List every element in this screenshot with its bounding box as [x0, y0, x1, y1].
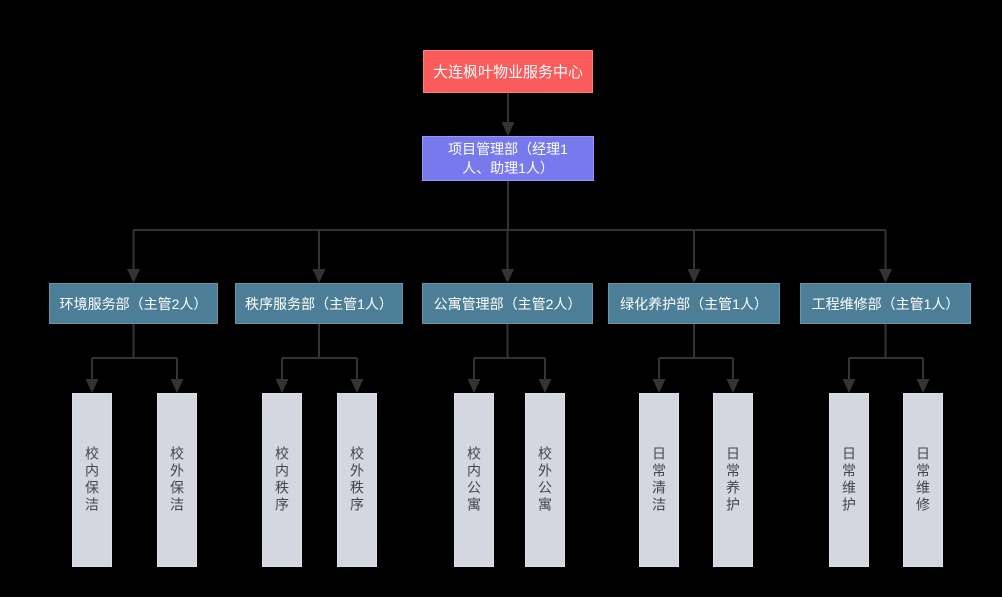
team-label: 校外秩序 — [349, 446, 365, 514]
team-node: 校外保洁 — [157, 393, 197, 567]
department-label: 工程维修部（主管1人） — [811, 295, 960, 312]
team-label: 日常维修 — [915, 446, 931, 514]
team-node: 校外公寓 — [525, 393, 565, 567]
management-node: 项目管理部（经理1人、助理1人） — [422, 136, 594, 181]
team-label: 校内保洁 — [84, 446, 100, 514]
department-node-order: 秩序服务部（主管1人） — [235, 283, 403, 324]
department-label: 绿化养护部（主管1人） — [620, 295, 768, 312]
team-node: 校外秩序 — [337, 393, 377, 567]
team-node: 校内秩序 — [262, 393, 302, 567]
team-label: 校内秩序 — [274, 446, 290, 514]
team-node: 日常清洁 — [639, 393, 679, 567]
arrowhead-icons — [85, 122, 930, 393]
team-label: 日常清洁 — [651, 446, 667, 514]
team-node: 校内保洁 — [72, 393, 112, 567]
root-node-label: 大连枫叶物业服务中心 — [432, 64, 583, 81]
department-label: 公寓管理部（主管2人） — [433, 295, 582, 312]
team-node: 日常维护 — [829, 393, 869, 567]
management-node-label: 项目管理部（经理1人、助理1人） — [448, 140, 568, 176]
team-node: 校内公寓 — [454, 393, 494, 567]
team-label: 校内公寓 — [466, 446, 482, 514]
department-label: 秩序服务部（主管1人） — [245, 295, 393, 312]
team-label: 日常养护 — [725, 446, 741, 514]
department-node-engineering: 工程维修部（主管1人） — [800, 283, 971, 324]
team-label: 校外公寓 — [537, 446, 553, 514]
team-node: 日常养护 — [713, 393, 753, 567]
department-label: 环境服务部（主管2人） — [59, 295, 208, 312]
team-label: 日常维护 — [841, 446, 857, 514]
department-node-environment: 环境服务部（主管2人） — [49, 283, 218, 324]
department-node-apartment: 公寓管理部（主管2人） — [422, 283, 593, 324]
root-node: 大连枫叶物业服务中心 — [423, 50, 593, 93]
department-node-greening: 绿化养护部（主管1人） — [608, 283, 780, 324]
team-label: 校外保洁 — [169, 446, 185, 514]
team-node: 日常维修 — [903, 393, 943, 567]
